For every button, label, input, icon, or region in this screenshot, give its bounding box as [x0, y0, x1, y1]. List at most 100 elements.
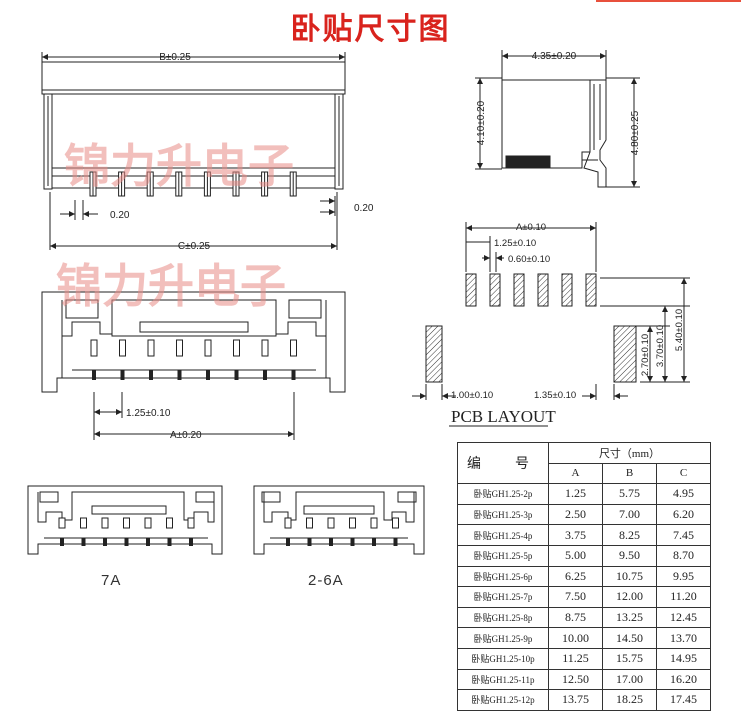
variant-7a-contact: [123, 517, 130, 529]
variant-7a-contact: [101, 517, 109, 529]
drawing-page: 卧贴尺寸图: [27, 0, 741, 711]
table-header-number: 编 号: [457, 441, 549, 485]
dim-pcb-h2-label: 3.70±0.10: [655, 325, 666, 367]
front-contact-tail: [291, 370, 296, 380]
dim-020-right-label: 0.20: [354, 203, 374, 214]
variant-26a-contact: [349, 517, 356, 529]
table-cell-b: 8.25: [602, 524, 657, 546]
pcb-pad: [513, 273, 525, 307]
variant-7a-contact: [58, 517, 66, 529]
variant-26a-contact: [327, 517, 335, 529]
table-cell-c: 16.20: [656, 668, 711, 691]
watermark-top: 锦力升电子: [64, 139, 294, 193]
variant-26a-tail: [286, 538, 290, 546]
variant-7a-tail: [189, 538, 193, 546]
front-contact: [147, 339, 155, 357]
table-cell-model: 卧贴GH1.25-5p: [457, 544, 549, 567]
pcb-layout-label: PCB LAYOUT: [451, 407, 556, 426]
table-cell-a: 8.75: [548, 606, 603, 629]
dim-side-h2-label: 4.80±0.25: [630, 110, 641, 155]
dim-pcb-w2-label: 1.35±0.10: [534, 390, 576, 401]
front-contact: [90, 339, 98, 357]
table-header-a: A: [548, 462, 603, 485]
front-contact-tail: [120, 370, 125, 380]
table-header-c: C: [656, 462, 711, 485]
variant-7a-tail: [60, 538, 64, 546]
table-cell-b: 18.25: [602, 689, 657, 711]
variant-26a-label: 2-6A: [308, 572, 344, 589]
table-cell-a: 5.00: [548, 544, 603, 567]
table-cell-c: 9.95: [656, 565, 711, 588]
table-cell-a: 11.25: [548, 647, 603, 670]
variant-26a-tail: [393, 538, 398, 546]
table-cell-c: 7.45: [656, 524, 711, 546]
variant-7a-label: 7A: [101, 572, 121, 589]
variant-7a-tail: [146, 538, 150, 546]
table-cell-c: 11.20: [656, 586, 711, 608]
front-contact-tail: [92, 370, 96, 380]
front-contact: [119, 339, 126, 357]
table-cell-b: 9.50: [602, 544, 657, 567]
pcb-signal-pads: [465, 273, 597, 307]
table-cell-model: 卧贴GH1.25-9p: [457, 627, 549, 649]
variant-26a-tail: [372, 538, 376, 546]
pcb-pad: [585, 273, 597, 307]
table-cell-model: 卧贴GH1.25-7p: [457, 586, 549, 608]
table-header-size: 尺寸（mm）: [548, 442, 711, 464]
variant-26a-contact: [370, 517, 378, 529]
table-cell-model: 卧贴GH1.25-10p: [457, 647, 549, 670]
table-cell-a: 3.75: [548, 524, 603, 546]
front-contact-tail: [149, 370, 153, 380]
top-accent-bar: [596, 0, 741, 2]
table-cell-b: 17.00: [602, 668, 657, 691]
table-cell-c: 17.45: [656, 689, 711, 711]
table-cell-model: 卧贴GH1.25-12p: [457, 689, 549, 711]
table-cell-b: 15.75: [602, 647, 657, 670]
table-cell-c: 12.45: [656, 606, 711, 629]
table-cell-a: 10.00: [548, 627, 603, 649]
table-cell-model: 卧贴GH1.25-6p: [457, 565, 549, 588]
front-contact: [261, 339, 269, 357]
dim-020-left-label: 0.20: [110, 210, 130, 221]
variant-26a-contact: [392, 517, 399, 529]
table-cell-model: 卧贴GH1.25-8p: [457, 606, 549, 629]
variant-7a-tail: [81, 538, 86, 546]
front-view-contacts: [90, 339, 297, 380]
table-cell-b: 5.75: [602, 483, 657, 505]
dim-pcb-a-label: A±0.10: [516, 222, 546, 233]
dim-pcb-w1-label: 1.00±0.10: [451, 390, 493, 401]
variant-7a-contact: [144, 517, 152, 529]
variant-7a-tail: [124, 538, 129, 546]
table-cell-a: 7.50: [548, 586, 603, 608]
side-view: [475, 50, 640, 188]
pcb-pad: [465, 273, 477, 307]
dim-front-a-label: A±0.20: [170, 430, 202, 441]
dim-pcb-h1-label: 2.70±0.10: [640, 334, 651, 376]
dim-pcb-pitch-label: 1.25±0.10: [494, 238, 536, 249]
table-cell-b: 13.25: [602, 606, 657, 629]
dim-side-h1-label: 4.10±0.20: [476, 100, 487, 145]
pcb-pad: [537, 273, 549, 307]
variant-26a-contacts: [284, 517, 399, 546]
table-cell-c: 4.95: [656, 483, 711, 505]
variant-7a-contact: [80, 517, 87, 529]
table-cell-model: 卧贴GH1.25-2p: [457, 483, 549, 505]
technical-drawing: B±0.25 C±0.25 0.20 0.20 4.35±0.20 4.10±0…: [27, 50, 690, 589]
pcb-pad: [561, 273, 573, 307]
table-cell-a: 6.25: [548, 565, 603, 588]
page-title: 卧贴尺寸图: [290, 12, 451, 47]
variant-7a-contact: [166, 517, 173, 529]
table-cell-c: 6.20: [656, 503, 711, 526]
dim-front-pitch-label: 1.25±0.10: [126, 408, 171, 419]
table-cell-c: 14.95: [656, 647, 711, 670]
variant-7a-contact: [187, 517, 195, 529]
